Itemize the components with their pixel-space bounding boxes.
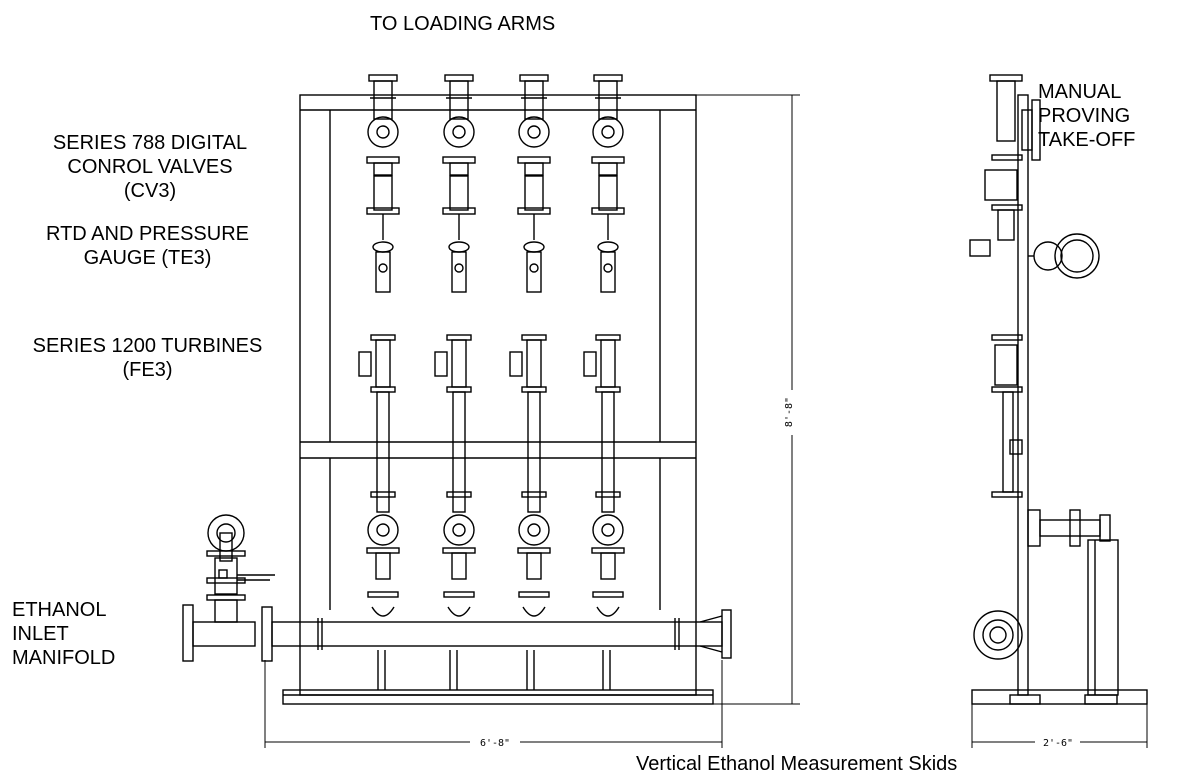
- front-width-dimension: 6'-8": [480, 738, 510, 749]
- top-label: TO LOADING ARMS: [370, 13, 556, 35]
- front-frame: [282, 94, 714, 705]
- meter-runs: [358, 74, 625, 617]
- inlet-valve: [206, 514, 275, 623]
- side-view: [969, 74, 1148, 705]
- side-width-dimension: 2'-6": [1043, 738, 1073, 749]
- rtd-gauge-label: RTD AND PRESSURE GAUGE (TE3): [45, 223, 249, 269]
- dimension-lines-side: [971, 704, 1148, 748]
- meter-run-2: [434, 74, 476, 617]
- height-dimension: 8'-8": [784, 397, 795, 427]
- turbines-label: SERIES 1200 TURBINES (FE3): [32, 335, 263, 381]
- meter-run-3: [509, 74, 551, 617]
- control-valves-label: SERIES 788 DIGITAL CONROL VALVES (CV3): [52, 132, 248, 202]
- meter-run-1: [358, 74, 400, 617]
- dimension-lines-front: [264, 94, 800, 748]
- meter-run-4: [583, 74, 625, 617]
- proving-takeoff-label: MANUAL PROVING TAKE-OFF: [1038, 81, 1136, 151]
- inlet-manifold-label: ETHANOL INLET MANIFOLD: [12, 599, 116, 669]
- caption: Vertical Ethanol Measurement Skids: [636, 753, 958, 775]
